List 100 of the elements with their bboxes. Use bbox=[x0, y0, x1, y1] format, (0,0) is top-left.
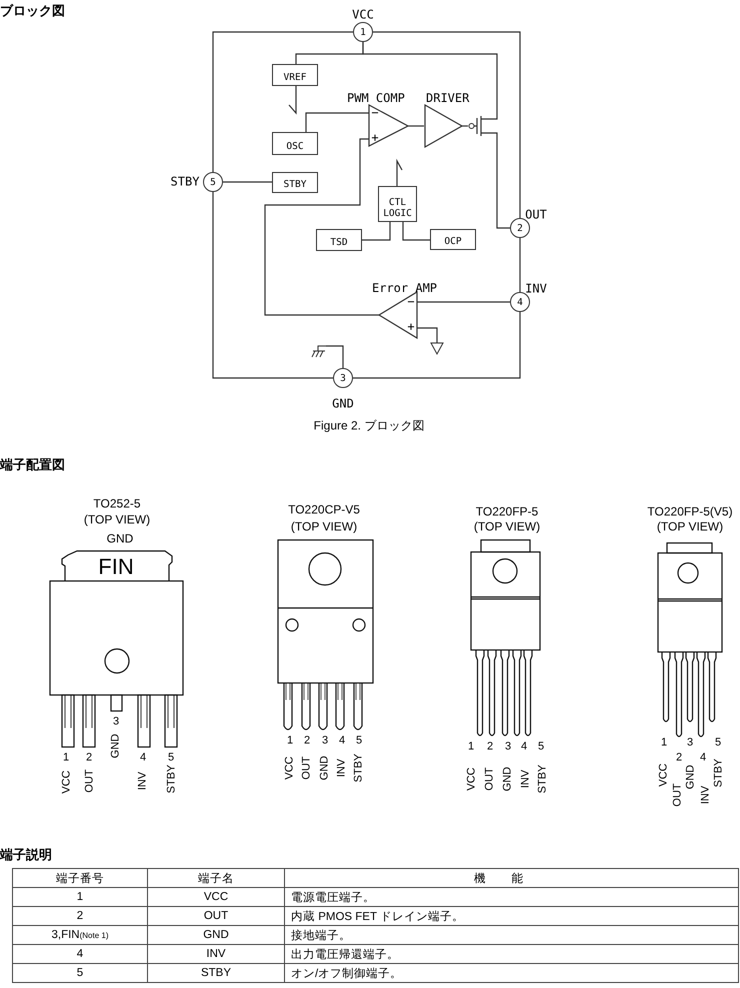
pin-circle: 2 bbox=[510, 218, 530, 238]
section-heading: 端子配置図 bbox=[0, 458, 65, 471]
pin-number: 4 bbox=[140, 752, 146, 764]
pin-number: 3 bbox=[322, 734, 328, 748]
pin-number: 2 bbox=[86, 752, 92, 764]
ground-symbol bbox=[430, 343, 444, 355]
pin-number: 1 bbox=[286, 734, 294, 748]
pin-circle: 5 bbox=[203, 172, 223, 192]
table-header-cell: 端子番号 bbox=[12, 868, 148, 888]
wire bbox=[353, 312, 521, 379]
pin-label: STBY bbox=[712, 758, 726, 788]
pin-label: VCC bbox=[658, 763, 670, 787]
minus-sign: − bbox=[407, 296, 415, 308]
pin-number: 2 bbox=[486, 740, 494, 754]
package-title: TO220CP-V5 bbox=[288, 504, 360, 516]
package-title: TO220FP-5(V5) bbox=[647, 506, 733, 518]
pin-label: OUT bbox=[672, 783, 684, 807]
minus-sign: − bbox=[371, 106, 379, 120]
ground-symbol bbox=[312, 344, 326, 360]
pin-label: GND bbox=[502, 766, 514, 792]
pin-number: 5 bbox=[714, 736, 722, 750]
pin-label: OUT bbox=[484, 767, 496, 791]
plus-sign: + bbox=[407, 320, 415, 334]
block-box: VREF bbox=[272, 64, 318, 86]
pin-label: GND bbox=[332, 398, 354, 410]
pin-label: STBY bbox=[166, 764, 178, 794]
table-cell: オン/オフ制御端子。 bbox=[284, 963, 739, 983]
wire bbox=[373, 31, 521, 218]
view-label: (TOP VIEW) bbox=[290, 520, 358, 534]
pin-label: STBY bbox=[536, 764, 550, 794]
package-title: TO252-5 bbox=[93, 498, 141, 510]
pin-label: INV bbox=[136, 772, 150, 790]
pin-number: 4 bbox=[700, 752, 706, 764]
block-box: OCP bbox=[430, 229, 476, 250]
pin-number: 2 bbox=[304, 734, 310, 748]
view-label: (TOP VIEW) bbox=[656, 520, 724, 534]
pin-number: 1 bbox=[468, 740, 474, 754]
view-label: (TOP VIEW) bbox=[474, 520, 540, 534]
wire bbox=[417, 301, 510, 303]
block-label: PWM COMP bbox=[347, 92, 405, 105]
pin-label: OUT bbox=[300, 756, 314, 780]
fin-label: FIN bbox=[98, 555, 134, 579]
pin-number: 4 bbox=[520, 740, 528, 754]
pin-label: OUT bbox=[84, 769, 96, 793]
pin-circle: 1 bbox=[353, 22, 373, 42]
wire bbox=[362, 222, 391, 241]
pin-label: GND bbox=[106, 532, 134, 546]
figure-caption: Figure 2. ブロック図 bbox=[314, 420, 424, 432]
pin-circle: 3 bbox=[333, 368, 353, 388]
pin-label: VCC bbox=[60, 770, 74, 794]
section-heading: 端子説明 bbox=[0, 848, 52, 861]
view-label: (TOP VIEW) bbox=[84, 514, 150, 526]
pin-label: GND bbox=[318, 756, 332, 780]
pin-number: 3 bbox=[504, 740, 512, 754]
wire bbox=[417, 327, 438, 343]
pin-number: 5 bbox=[538, 740, 544, 754]
table-cell: 5 bbox=[12, 963, 148, 983]
pin-label: STBY bbox=[170, 176, 200, 188]
pin-label: GND bbox=[684, 764, 698, 790]
pin-label: INV bbox=[520, 770, 532, 788]
wire bbox=[212, 192, 333, 379]
wire bbox=[212, 31, 353, 172]
pin-number: 3 bbox=[686, 736, 694, 750]
wire bbox=[264, 138, 379, 316]
pin-label: INV bbox=[336, 758, 348, 778]
pin-label: GND bbox=[110, 734, 122, 758]
block-box: TSD bbox=[316, 229, 362, 251]
wire bbox=[305, 112, 369, 132]
wire bbox=[396, 158, 403, 186]
pin-label: VCC bbox=[466, 767, 478, 791]
pin-circle: 4 bbox=[510, 292, 530, 312]
wire bbox=[288, 86, 297, 115]
block-box: OSC bbox=[272, 132, 318, 155]
wire bbox=[496, 140, 510, 229]
pin-label: VCC bbox=[284, 756, 296, 780]
block-label: Error AMP bbox=[372, 282, 438, 295]
wire bbox=[519, 238, 521, 292]
pin-number: 5 bbox=[356, 734, 362, 748]
pin-number: 4 bbox=[338, 734, 346, 748]
wire bbox=[326, 345, 344, 368]
package-title: TO220FP-5 bbox=[476, 506, 538, 518]
block-label: DRIVER bbox=[426, 92, 470, 105]
pin-label: STBY bbox=[352, 754, 366, 782]
pin-label: INV bbox=[700, 786, 712, 804]
wire bbox=[223, 181, 272, 183]
pin-number: 1 bbox=[62, 752, 70, 764]
wire bbox=[408, 125, 424, 127]
section-heading: ブロック図 bbox=[0, 4, 65, 17]
plus-sign: + bbox=[371, 132, 379, 144]
pin-number: 5 bbox=[168, 752, 174, 764]
block-box: STBY bbox=[272, 172, 318, 193]
pin-number: 3 bbox=[112, 716, 120, 728]
pin-number: 1 bbox=[660, 736, 668, 750]
table-header-cell: 機能 bbox=[284, 868, 739, 888]
wire bbox=[402, 222, 430, 241]
block-box: CTL LOGIC bbox=[378, 186, 417, 222]
wire bbox=[362, 42, 498, 112]
pin-number: 2 bbox=[676, 752, 682, 764]
pin-label: VCC bbox=[352, 8, 374, 22]
transistor-symbol bbox=[468, 112, 500, 140]
